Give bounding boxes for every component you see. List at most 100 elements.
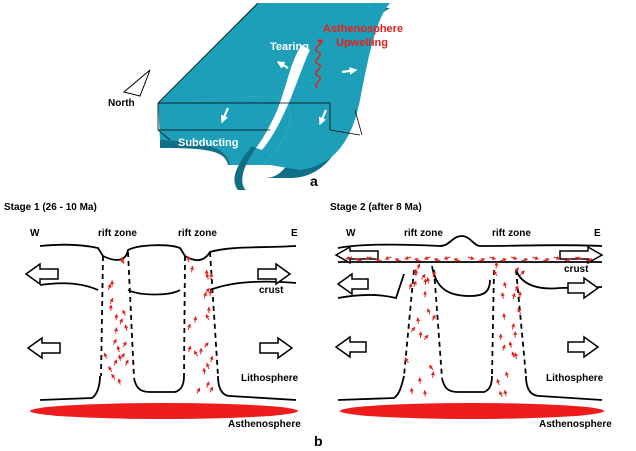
stage1-flow-arrow <box>196 387 201 394</box>
stage2-flow-arrow <box>364 256 372 260</box>
stage1-flow-arrow <box>103 352 108 359</box>
stage1-flow-arrow <box>206 362 210 370</box>
stage2-flow-arrow <box>478 258 486 262</box>
stage1-flow-arrows <box>103 255 214 394</box>
stage2-flow-arrow <box>502 312 507 320</box>
stage2-flow-arrow <box>467 256 475 260</box>
stage1-asthenosphere-label: Asthenosphere <box>228 419 301 430</box>
stage1-crust-label: crust <box>259 285 284 296</box>
stage2-flow-arrow <box>564 258 572 262</box>
stage1-flow-arrow <box>209 355 214 363</box>
stage1-extension-arrow-west-top <box>24 262 59 286</box>
stage2-flow-arrow <box>416 317 421 324</box>
stage1-flow-arrow <box>190 265 195 273</box>
stage2-flow-arrow <box>433 258 441 262</box>
tearing-arrow-left <box>276 61 289 69</box>
stage2-flow-arrow <box>428 364 434 371</box>
stage2-flow-arrow <box>503 281 508 289</box>
stage2-crust-label: crust <box>564 264 589 275</box>
stage2-flow-arrow <box>443 256 451 260</box>
stage2-flow-arrow <box>500 258 507 262</box>
stage1-flow-arrow <box>203 291 207 299</box>
stage2-flow-arrow <box>409 387 414 395</box>
tear-edge <box>234 146 256 190</box>
stage2-crust-lower-left <box>337 273 405 300</box>
stage1-flow-arrow <box>193 350 199 357</box>
stage1-crust-line-right <box>209 280 297 291</box>
stage1-flow-arrow <box>116 345 121 353</box>
stage1-flow-arrow <box>107 283 112 291</box>
upwelling-squiggle <box>315 39 324 89</box>
stage2-flow-arrow <box>520 270 525 276</box>
tearing-arrow-right <box>341 67 358 75</box>
stage2-flow-arrow <box>542 258 550 262</box>
stage2-flow-arrow <box>511 323 516 330</box>
stage1-asthenosphere <box>30 403 298 419</box>
stage1-title: Stage 1 (26 - 10 Ma) <box>4 202 97 213</box>
stage2-extension-arrow-east-bottom <box>567 335 600 359</box>
stage1-litho-left <box>39 375 101 401</box>
stage2-extension-arrow-west-top <box>336 272 369 296</box>
stage2-flow-arrow <box>414 258 421 262</box>
stage2-extension-arrow-west-surface <box>334 245 379 265</box>
stage1-flow-arrow <box>124 359 129 366</box>
stage1-flow-arrow <box>193 316 198 323</box>
stage2-lithosphere-label: Lithosphere <box>546 373 604 384</box>
stage2-flow-arrow <box>510 256 518 260</box>
subducted-slab-front <box>270 3 390 170</box>
stage2-rift-left: rift zone <box>404 228 443 239</box>
stage1-flow-arrow <box>120 257 125 264</box>
stage2-flow-arrow <box>553 256 561 260</box>
stage2-flow-arrow <box>426 277 431 284</box>
stage2-flow-arrow <box>494 261 499 269</box>
stage2-flow-arrow <box>511 292 516 300</box>
tearing-label: Tearing <box>270 41 309 53</box>
stage1-flow-arrow <box>113 359 118 366</box>
stage1-lithosphere-label: Lithosphere <box>241 373 299 384</box>
subducting-label: Subducting <box>178 137 239 149</box>
stage2-flow-arrow <box>500 292 505 299</box>
stage2-east-label: E <box>594 228 601 239</box>
stage1-crust-line-left <box>39 282 99 291</box>
stage1-extension-arrow-west-bottom <box>26 336 61 360</box>
stage2-title: Stage 2 (after 8 Ma) <box>330 202 422 213</box>
stage2-flow-arrow <box>575 256 582 260</box>
stage2-flow-arrow <box>499 390 503 398</box>
subducting-arrow-right <box>318 109 328 126</box>
stage2-rift1-right-wall <box>433 269 443 379</box>
upwelling-label-2: Upwelling <box>336 37 388 49</box>
stage2-flow-arrow <box>423 389 428 397</box>
stage2-rift-right: rift zone <box>492 228 531 239</box>
stage1-west-label: W <box>30 228 40 239</box>
panel-a: North Tearing Asthenosphere Upwelling Su… <box>108 2 426 190</box>
subducting-block-front <box>160 140 230 165</box>
stage1-flow-arrow <box>198 347 203 355</box>
stage2-flow-arrow <box>421 273 426 280</box>
stage2-flow-arrow <box>501 344 506 351</box>
stage2-extension-arrow-east-top <box>567 276 600 300</box>
stage2-flow-arrow <box>430 371 435 378</box>
stage1-flow-arrow <box>204 342 209 348</box>
stage2-flow-arrow <box>374 258 382 262</box>
stage2-flow-arrow <box>514 285 519 292</box>
panel-b-letter: b <box>314 433 323 449</box>
stage1-east-label: E <box>291 228 298 239</box>
stage2-flow-arrow <box>384 256 392 260</box>
north-label: North <box>108 98 135 109</box>
stage2-flow-arrow <box>511 351 516 358</box>
stage2-flow-arrow <box>417 377 422 384</box>
stage2-flow-arrow <box>453 258 461 262</box>
stage1-flow-arrow <box>209 272 214 280</box>
stage2-flow-arrow <box>427 308 431 315</box>
stage1-flow-arrow <box>114 313 119 321</box>
stage2-crust-lower-right <box>515 269 603 290</box>
stage2-flow-arrow <box>496 378 501 386</box>
stage2-flow-arrow <box>355 258 362 262</box>
stage1-flow-arrow <box>119 318 123 325</box>
stage1-litho-mid <box>133 375 185 393</box>
stage1-rift2-left-wall <box>183 255 186 377</box>
stage1-flow-arrow <box>209 386 214 393</box>
stage2-flow-arrow <box>431 314 436 321</box>
stage2-flow-arrow <box>404 357 409 364</box>
wireframe-box <box>157 2 363 141</box>
